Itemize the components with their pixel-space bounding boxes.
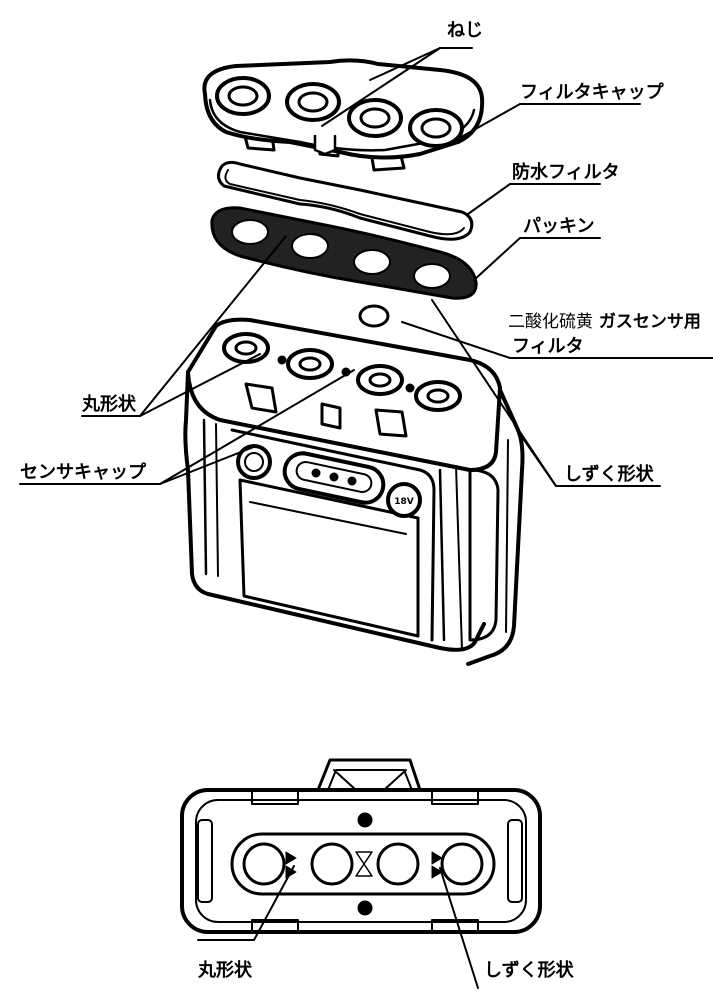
packing-label: パッキン: [523, 216, 595, 237]
filter-cap: [202, 58, 485, 172]
packing: [210, 206, 478, 300]
so2-gas-sensor-label: 二酸化硫黄 ガスセンサ用: [508, 314, 701, 331]
badge-right-text: 18V: [394, 497, 414, 507]
drop-shape-label: しずく形状: [564, 464, 654, 485]
device-body: [183, 317, 525, 666]
device-top-view: [180, 758, 542, 934]
so2-suffix: ガスセンサ用: [598, 312, 701, 332]
waterproof-filter: [217, 160, 474, 241]
leader-lines: [19, 47, 713, 989]
sensor-cap-label: センサキャップ: [20, 462, 146, 483]
screw-label: ねじ: [447, 20, 483, 41]
so2-filter-ring: [358, 304, 390, 328]
so2-filter-label: フィルタ: [512, 336, 584, 357]
waterproof-filter-label: 防水フィルタ: [512, 162, 620, 183]
so2-prefix: 二酸化硫黄: [508, 312, 593, 332]
filter-cap-label: フィルタキャップ: [520, 82, 664, 103]
bottom-drop-shape-label: しずく形状: [484, 960, 574, 981]
bottom-round-shape-label: 丸形状: [198, 960, 252, 981]
round-shape-label: 丸形状: [82, 394, 136, 415]
